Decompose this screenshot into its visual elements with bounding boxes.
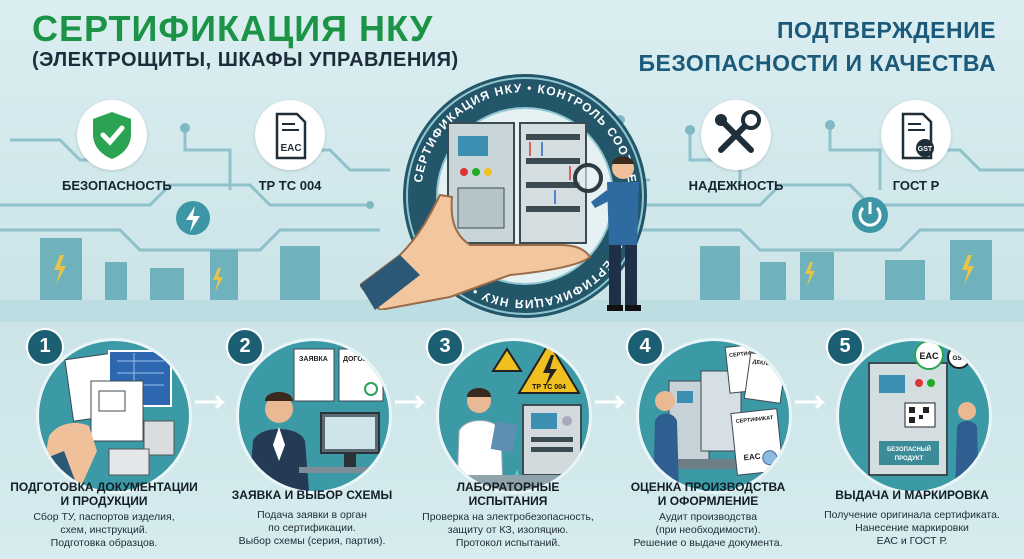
badge-circle: GST [881, 100, 951, 170]
eac-mark: EAC [919, 351, 939, 361]
cabinet-label-line-2: ПРОДУКТ [895, 456, 924, 462]
step-desc-line: Проверка на электробезопасность, [422, 511, 594, 523]
eac-document-icon: EAC [275, 112, 307, 160]
application-illustration: ЗАЯВКА ДОГОВОР [249, 348, 389, 491]
step-3-description: Проверка на электробезопасность, защиту … [408, 511, 608, 550]
step-5-title: ВЫДАЧА И МАРКИРОВКА [814, 488, 1010, 502]
step-2-title: ЗАЯВКА И ВЫБОР СХЕМЫ [214, 488, 410, 502]
step-1-description: Сбор ТУ, паспортов изделия, схем, инстру… [4, 511, 204, 550]
step-4-title: ОЦЕНКА ПРОИЗВОДСТВА И ОФОРМЛЕНИЕ [610, 480, 806, 508]
step-2-description: Подача заявки в орган по сертификации. В… [212, 509, 412, 548]
step-title-line: ВЫДАЧА И МАРКИРОВКА [835, 488, 989, 502]
gost-mark: GST [952, 355, 965, 362]
step-number-badge: 2 [226, 328, 264, 366]
eac-mark: EAC [280, 143, 301, 154]
step-desc-line: Нанесение маркировки [855, 522, 969, 534]
step-4-description: Аудит производства (при необходимости). … [608, 511, 808, 550]
doc-certificate-label: СЕРТИФИКАТ [729, 349, 768, 359]
step-title-line: ОЦЕНКА ПРОИЗВОДСТВА [630, 480, 786, 494]
step-title-line: ЛАБОРАТОРНЫЕ [456, 480, 560, 494]
step-title-line: ЗАЯВКА И ВЫБОР СХЕМЫ [231, 488, 393, 502]
step-desc-line: Подготовка образцов. [50, 537, 158, 549]
step-1-title: ПОДГОТОВКА ДОКУМЕНТАЦИИ И ПРОДУКЦИИ [6, 480, 202, 508]
production-audit-illustration: СЕРТИФИКАТ ДЕКЛАРАЦИЯ СЕРТИФИКАТ EAC [639, 342, 789, 491]
right-title: ПОДТВЕРЖДЕНИЕ БЕЗОПАСНОСТИ И КАЧЕСТВА [638, 14, 996, 80]
badge-label: НАДЕЖНОСТЬ [688, 178, 784, 193]
page-subtitle: (ЭЛЕКТРОЩИТЫ, ШКАФЫ УПРАВЛЕНИЯ) [32, 49, 459, 71]
step-desc-line: Получение оригинала сертификата. [824, 509, 1000, 521]
inspector-figure [591, 156, 641, 311]
badge-circle: EAC [255, 100, 325, 170]
step-title-line: ПОДГОТОВКА ДОКУМЕНТАЦИИ [10, 480, 198, 494]
badge-label: БЕЗОПАСНОСТЬ [62, 178, 172, 193]
badge-gost: GST ГОСТ Р [866, 100, 966, 193]
step-desc-line: Сбор ТУ, паспортов изделия, [33, 511, 175, 523]
eac-mark: EAC [743, 452, 761, 463]
step-desc-line: схем, инструкций. [60, 524, 148, 536]
right-title-line-2: БЕЗОПАСНОСТИ И КАЧЕСТВА [638, 50, 996, 76]
badge-label: ГОСТ Р [892, 178, 940, 193]
step-desc-line: Аудит производства [658, 511, 758, 523]
step-5-description: Получение оригинала сертификата. Нанесен… [812, 509, 1012, 548]
step-image: СЕРТИФИКАТ ДЕКЛАРАЦИЯ СЕРТИФИКАТ EAC [636, 338, 792, 494]
step-desc-line: Решение о выдаче документа. [633, 537, 783, 549]
step-desc-line: Подача заявки в орган [257, 509, 367, 521]
step-desc-line: Протокол испытаний. [455, 537, 561, 549]
badge-reliability: НАДЕЖНОСТЬ [686, 100, 786, 193]
step-desc-line: по сертификации. [268, 522, 356, 534]
step-image [36, 338, 192, 494]
step-image: ТР ТС 004 [436, 338, 592, 494]
step-number-badge: 5 [826, 328, 864, 366]
step-image: ЗАЯВКА ДОГОВОР [236, 338, 392, 494]
step-desc-line: (при необходимости). [655, 524, 761, 536]
step-title-line: ИСПЫТАНИЯ [468, 494, 548, 508]
shield-check-icon [93, 112, 131, 159]
step-number-badge: 3 [426, 328, 464, 366]
step-number-badge: 1 [26, 328, 64, 366]
documents-illustration [39, 350, 175, 491]
badge-label: ТР ТС 004 [258, 178, 322, 193]
step-number-badge: 4 [626, 328, 664, 366]
hand-illustration [360, 193, 592, 310]
step-image: БЕЗОПАСНЫЙ ПРОДУКТ EAC GST [836, 338, 992, 494]
doc-application-label: ЗАЯВКА [299, 356, 328, 363]
step-desc-line: ЕАС и ГОСТ Р. [876, 535, 948, 547]
right-title-line-1: ПОДТВЕРЖДЕНИЕ [776, 17, 996, 43]
gost-document-icon: GST [901, 112, 934, 160]
cabinet-label-line-1: БЕЗОПАСНЫЙ [887, 445, 931, 453]
step-title-line: И ПРОДУКЦИИ [60, 494, 148, 508]
step-desc-line: защиту от КЗ, изоляцию. [447, 524, 569, 536]
gost-mark: GST [918, 146, 933, 153]
wrench-screwdriver-icon [715, 110, 761, 153]
step-3-title: ЛАБОРАТОРНЫЕ ИСПЫТАНИЯ [410, 480, 606, 508]
doc-final-certificate-label: СЕРТИФИКАТ [736, 415, 775, 425]
badge-circle [701, 100, 771, 170]
laboratory-illustration: ТР ТС 004 [439, 341, 589, 491]
doc-contract-label: ДОГОВОР [343, 356, 378, 363]
page-title: СЕРТИФИКАЦИЯ НКУ [32, 8, 434, 49]
marking-illustration: БЕЗОПАСНЫЙ ПРОДУКТ EAC GST [868, 341, 979, 491]
step-desc-line: Выбор схемы (серия, партия). [238, 535, 386, 547]
badge-safety: БЕЗОПАСНОСТЬ [62, 100, 172, 193]
warning-sign-label: ТР ТС 004 [532, 384, 566, 391]
badge-circle [77, 100, 147, 170]
step-title-line: И ОФОРМЛЕНИЕ [657, 494, 759, 508]
badge-tr-ts: EAC ТР ТС 004 [240, 100, 340, 193]
